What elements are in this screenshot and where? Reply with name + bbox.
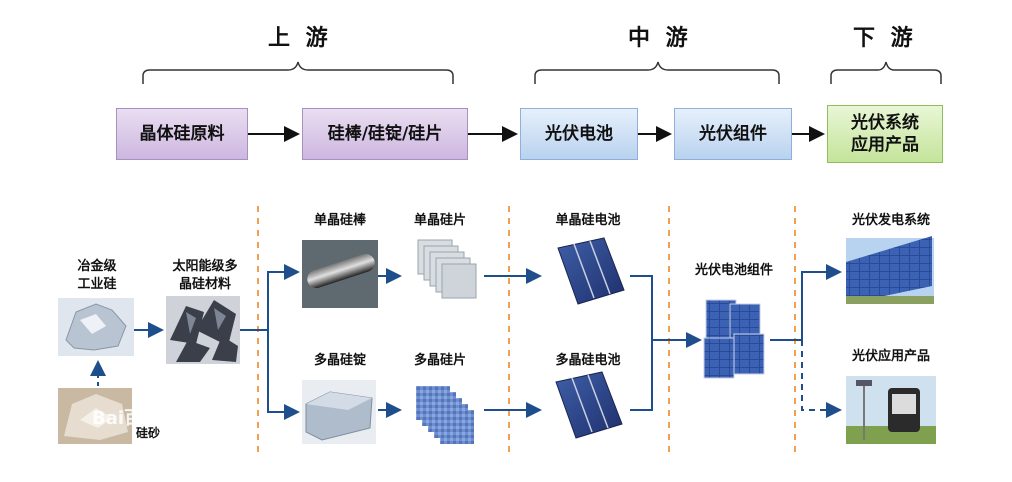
stage-upstream: 上 游 [268,26,332,51]
stage-midstream: 中 游 [628,26,692,51]
poly-cell-image [555,371,623,439]
label-mono-cell: 单晶硅电池 [555,213,621,228]
mono-wafer-image [417,239,477,299]
label-silica-ore: 硅砂 [135,426,160,440]
pv-module-image [703,299,765,379]
bracket-midstream [534,61,780,84]
label-mono-wafer: 单晶硅片 [413,213,466,228]
bracket-upstream [142,61,454,84]
bottom-flow-arrows [90,264,842,420]
label-pv-products: 光伏应用产品 [851,349,930,364]
label-pv-power-system: 光伏发电系统 [851,213,930,228]
label-poly-cell: 多晶硅电池 [555,353,621,368]
metallurgical-silicon-image [58,298,134,356]
silica-ore-image [58,388,132,444]
poly-wafer-image [416,386,474,444]
pv-products-image [846,376,936,444]
box-rod-ingot-wafer: 硅棒/硅锭/硅片 [302,108,468,160]
poly-ingot-image [302,380,376,444]
bracket-downstream [830,61,942,84]
watermark: Bai百科 [92,408,161,429]
mono-cell-image [557,237,625,305]
mono-rod-image [302,240,378,308]
box-pv-module: 光伏组件 [674,108,792,160]
box-pv-cell: 光伏电池 [520,108,638,160]
box-pv-system-products: 光伏系统 应用产品 [827,105,943,163]
label-poly-wafer: 多晶硅片 [413,353,466,368]
label-pv-module: 光伏电池组件 [694,263,773,278]
label-solar-silicon: 太阳能级多 晶硅材料 [172,259,238,292]
solar-silicon-image [166,296,240,364]
box-crystal-silicon-raw: 晶体硅原料 [116,108,248,160]
label-poly-ingot: 多晶硅锭 [313,353,366,368]
stage-downstream: 下 游 [853,26,917,51]
pv-power-system-image [846,236,934,304]
label-mono-rod: 单晶硅棒 [313,213,366,228]
label-metallurgical-silicon: 冶金级 工业硅 [77,259,117,292]
